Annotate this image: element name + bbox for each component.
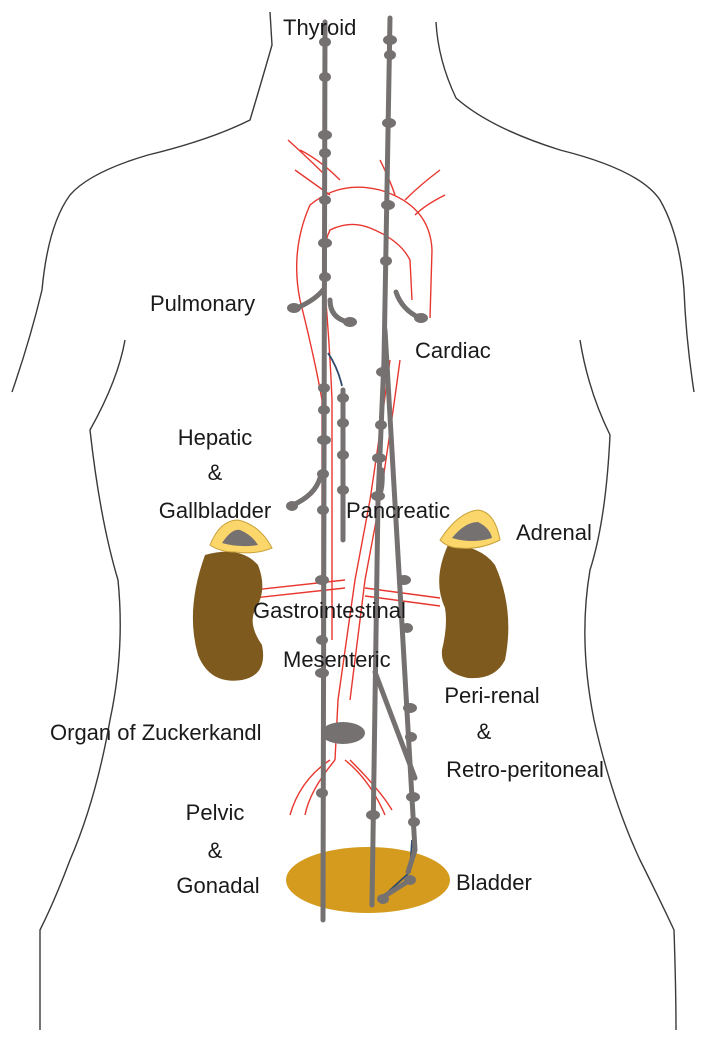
hepatic-branch [290,475,323,508]
node [319,195,331,205]
node [319,72,331,82]
pancreatic-node [371,491,385,501]
adrenal-right-inner [452,522,492,541]
node [318,405,330,415]
node [401,623,413,633]
kidney-right [439,545,509,679]
label-pulmonary: Pulmonary [150,291,255,316]
node [337,418,349,428]
node [375,420,387,430]
cardiac-branch [393,289,423,321]
label-pancreatic: Pancreatic [346,498,450,523]
label-gonadal: Gonadal [176,873,259,898]
node [404,875,416,885]
label-mesenteric: Mesenteric [283,647,391,672]
node [319,148,331,158]
chain-mesenteric [372,669,418,781]
node [317,469,329,479]
node [372,453,386,463]
bladder-shape [286,847,450,913]
node [403,703,417,713]
label-zuckerkandl: Organ of Zuckerkandl [50,720,262,745]
kidney-left [192,551,264,681]
aortic-arch-outer [296,186,433,640]
label-perirenal: Peri-renal [444,683,539,708]
pancreatic-branch [377,467,385,497]
adrenal-left-inner [222,529,258,547]
node [383,35,397,45]
label-gastrointestinal: Gastrointestinal [253,598,406,623]
node [397,575,411,585]
label-pelvic-amp: & [208,838,223,863]
node [405,732,417,742]
node [317,505,329,515]
node [406,792,420,802]
body-outline [11,11,695,1031]
label-perirenal-amp: & [477,719,492,744]
paraganglia-chains [290,15,423,923]
node [317,435,331,445]
hepatic-node [286,501,298,511]
node [380,256,392,266]
node [337,450,349,460]
node [337,485,349,495]
ganglion-nodes [286,35,428,904]
label-hepatic: Hepatic [178,425,253,450]
node [408,817,420,827]
node [376,367,390,377]
zuckerkandl-organ [321,722,365,744]
label-hepatic-amp: & [208,460,223,485]
node [315,575,329,585]
adrenals [209,509,501,554]
neck-vessels-left [287,139,341,196]
node [337,393,349,403]
node [318,383,330,393]
blood-vessels [234,139,446,816]
label-bladder: Bladder [456,870,532,895]
node [315,668,329,678]
iliac-left [289,759,336,816]
node [316,788,328,798]
label-thyroid: Thyroid [283,15,356,40]
node [381,200,395,210]
pulmonary-node-right [343,317,357,327]
node [318,130,332,140]
node [319,37,331,47]
node [318,238,332,248]
iliac-right [344,759,393,816]
label-cardiac: Cardiac [415,338,491,363]
chain-paraaortic [382,327,418,875]
labels: Thyroid Pulmonary Cardiac Hepatic & Gall… [50,15,604,898]
label-pelvic: Pelvic [186,800,245,825]
node [316,635,328,645]
node [382,118,396,128]
label-gallbladder: Gallbladder [159,498,272,523]
pulmonary-node-left [287,303,301,313]
label-adrenal: Adrenal [516,520,592,545]
node [377,894,389,904]
nerve-thoracic [327,352,343,387]
cardiac-node [414,313,428,323]
label-retroperitoneal: Retro-peritoneal [446,757,604,782]
node [366,810,380,820]
node [319,272,331,282]
body-outline-right [435,21,695,1031]
node [384,50,396,60]
body-outline-left [11,11,273,1030]
kidneys [192,545,509,681]
